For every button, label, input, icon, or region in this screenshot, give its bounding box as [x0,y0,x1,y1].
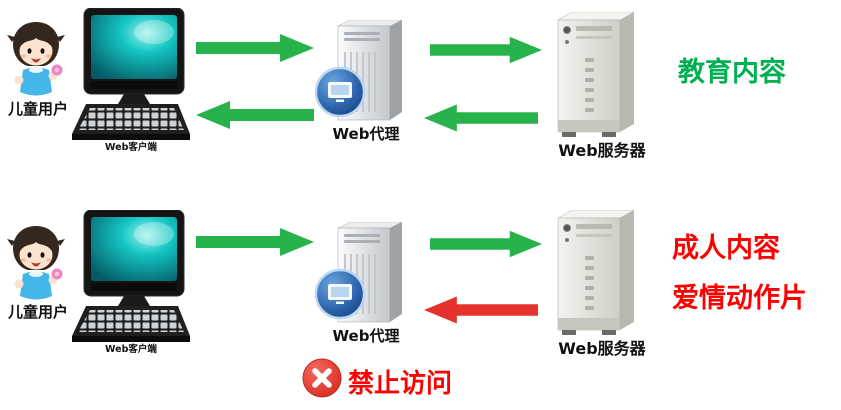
top-arrow-proxy-to-server [430,36,542,64]
bottom-proxy-window-badge-icon [314,268,366,320]
bottom-proxy-label: Web代理 [332,327,400,345]
bottom-arrow-proxy-to-server [430,230,542,258]
bottom-child-user-label: 儿童用户 [7,303,68,321]
bottom-web-server-icon [557,210,635,335]
top-proxy-window-badge-icon [314,66,366,118]
top-child-user-label: 儿童用户 [7,100,68,118]
top-arrow-client-to-proxy [196,34,314,62]
top-web-client-label: Web客户端 [105,142,157,153]
top-arrow-proxy-to-client [196,101,314,129]
forbidden-icon [302,358,342,398]
bottom-content-text-2: 爱情动作片 [672,283,807,314]
forbidden-label: 禁止访问 [348,369,453,399]
top-web-server-label: Web服务器 [558,141,646,160]
bottom-web-client-label: Web客户端 [105,344,157,355]
bottom-arrow-server-to-proxy-blocked [424,296,538,324]
top-content-text: 教育内容 [678,57,786,88]
top-arrow-server-to-proxy [424,104,538,132]
top-child-user-icon [7,22,65,96]
bottom-child-user-icon [7,226,65,300]
bottom-content-text-1: 成人内容 [672,233,780,264]
bottom-web-client-icon [72,210,190,342]
top-web-client-icon [72,8,190,140]
top-web-server-icon [557,12,635,137]
bottom-arrow-client-to-proxy [196,228,314,256]
top-proxy-label: Web代理 [332,125,400,143]
bottom-web-server-label: Web服务器 [558,339,646,358]
